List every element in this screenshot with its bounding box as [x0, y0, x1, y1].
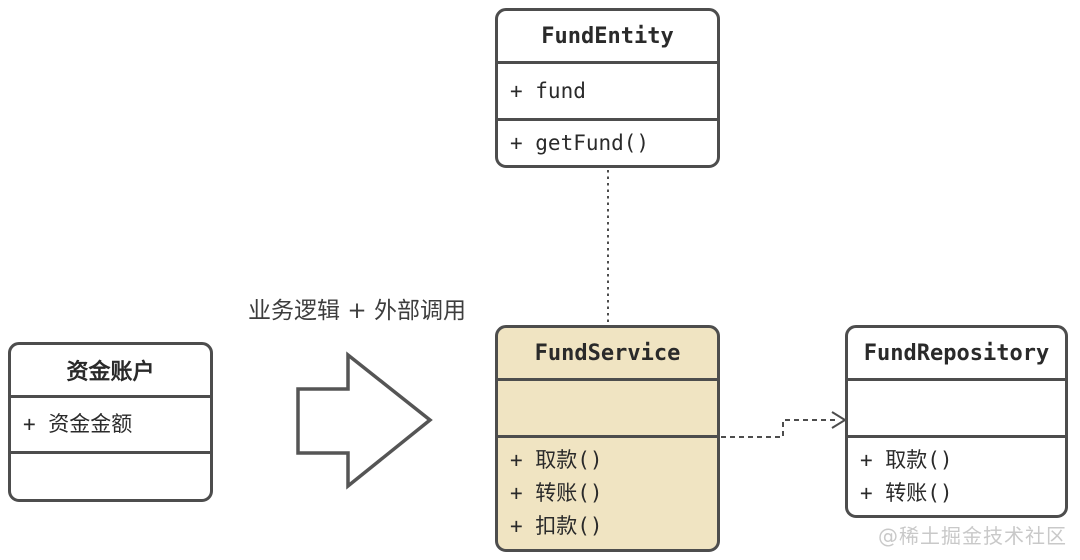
attributes-section-empty	[498, 378, 717, 435]
method-item: + 转账()	[860, 480, 953, 505]
methods-section-empty	[11, 451, 210, 499]
method-item: + 取款()	[860, 447, 953, 472]
method-item: + 取款()	[510, 448, 603, 472]
class-box-fund-service: FundService + 取款() + 转账() + 扣款()	[495, 325, 720, 552]
attribute-item: + fund	[510, 78, 586, 103]
method-item: + 转账()	[510, 481, 603, 505]
methods-section: + 取款() + 转账()	[848, 435, 1065, 515]
service-repository-dashed-line	[721, 419, 838, 438]
class-box-fund-repository: FundRepository + 取款() + 转账()	[845, 325, 1068, 518]
method-item: + 扣款()	[510, 514, 603, 538]
attributes-section: + fund	[498, 61, 717, 118]
dependency-arrowhead-icon	[831, 411, 847, 429]
transform-arrow-label: 业务逻辑 + 外部调用	[248, 298, 466, 324]
class-title: FundRepository	[863, 340, 1050, 366]
class-title: FundService	[534, 340, 681, 366]
methods-section: + 取款() + 转账() + 扣款()	[498, 435, 717, 549]
method-item: + getFund()	[510, 130, 650, 155]
class-title: 资金账户	[66, 360, 155, 385]
attributes-section: + 资金金额	[11, 395, 210, 451]
methods-section: + getFund()	[498, 118, 717, 165]
watermark-text: @稀土掘金技术社区	[878, 524, 1067, 548]
big-right-arrow-icon	[296, 351, 433, 490]
class-title: FundEntity	[541, 23, 674, 49]
class-box-fund-entity: FundEntity + fund + getFund()	[495, 8, 720, 168]
attributes-section-empty	[848, 378, 1065, 435]
attribute-item: + 资金金额	[23, 412, 133, 436]
class-box-fund-account: 资金账户 + 资金金额	[8, 342, 213, 502]
